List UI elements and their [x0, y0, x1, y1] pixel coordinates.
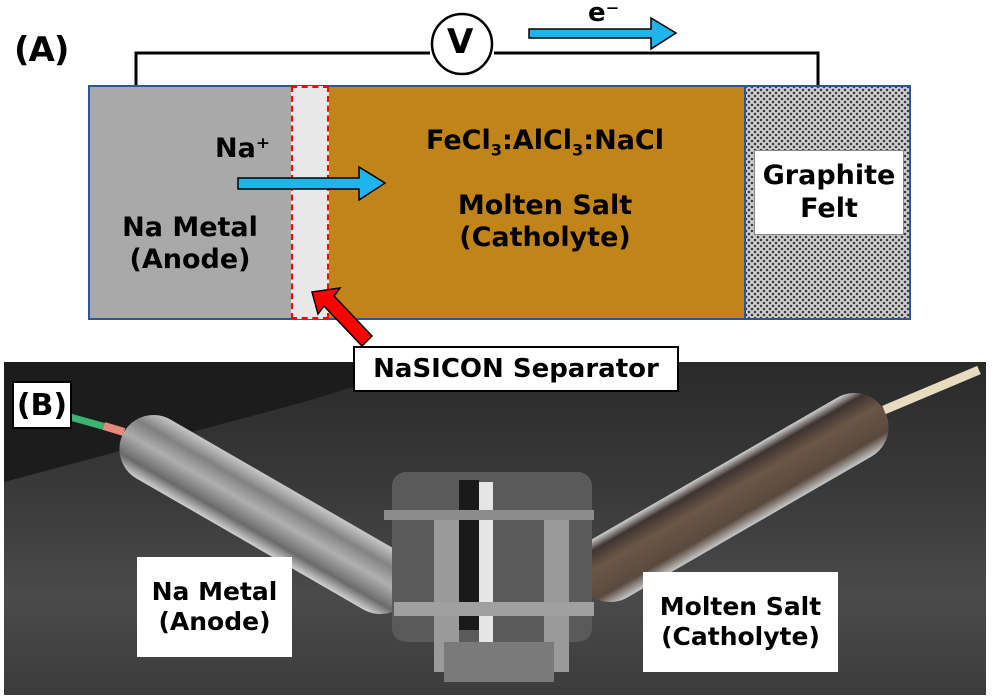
graphite-felt-label-line1: Graphite [762, 160, 896, 192]
separator-region [291, 86, 329, 319]
formula-part: :NaCl [583, 125, 664, 156]
photo-catholyte-label: Molten Salt (Catholyte) [643, 572, 838, 672]
photo-catholyte-label-line2: (Catholyte) [661, 622, 820, 651]
panel-a-label: (A) [14, 30, 69, 70]
circuit-wire [134, 51, 430, 85]
circuit-wire [494, 51, 820, 85]
catholyte-label-line1: Molten Salt [457, 190, 633, 221]
nasicon-separator-label: NaSICON Separator [373, 354, 659, 384]
anode-label: Na Metal (Anode) [100, 212, 280, 277]
voltmeter-label: V [447, 22, 474, 62]
ion-label: Na⁺ [215, 133, 271, 164]
catholyte-label: Molten Salt (Catholyte) [400, 190, 690, 255]
formula-part: :AlCl [502, 125, 573, 156]
catholyte-label-line2: (Catholyte) [459, 222, 631, 254]
catholyte-region [329, 87, 744, 318]
photo-anode-label-line1: Na Metal [151, 577, 278, 606]
catholyte-tube [576, 393, 889, 602]
anode-label-line2: (Anode) [129, 244, 251, 276]
anode-lead-insulator [102, 422, 126, 436]
photo-anode-label-line2: (Anode) [158, 607, 271, 636]
graphite-felt-label-line2: Felt [800, 192, 858, 224]
photo-illustration [4, 362, 981, 682]
cell-outline [88, 85, 911, 320]
electron-label: e⁻ [588, 0, 620, 28]
anode-label-line1: Na Metal [122, 212, 258, 243]
panel-b-label: (B) [16, 387, 68, 423]
panel-b-label-box: (B) [12, 381, 72, 429]
clamp-assembly [384, 472, 594, 682]
nasicon-separator-callout: NaSICON Separator [353, 346, 679, 392]
catholyte-formula: FeCl3:AlCl3:NaCl [410, 125, 680, 160]
formula-subscript: 3 [490, 140, 502, 160]
graphite-felt-label: Graphite Felt [754, 150, 904, 235]
separator-pointer-arrow-icon [311, 287, 374, 348]
ion-arrow-icon [237, 165, 387, 202]
electron-arrow-icon [528, 16, 678, 51]
photo-catholyte-label-line1: Molten Salt [659, 592, 822, 621]
anode-region [90, 87, 291, 318]
background-shadow [4, 362, 434, 482]
cathode-lead-insulator [882, 365, 981, 415]
voltmeter-icon [430, 12, 494, 76]
formula-part: FeCl [426, 125, 491, 156]
photo-anode-label: Na Metal (Anode) [137, 557, 292, 657]
anode-tube [119, 415, 415, 614]
formula-subscript: 3 [572, 140, 584, 160]
